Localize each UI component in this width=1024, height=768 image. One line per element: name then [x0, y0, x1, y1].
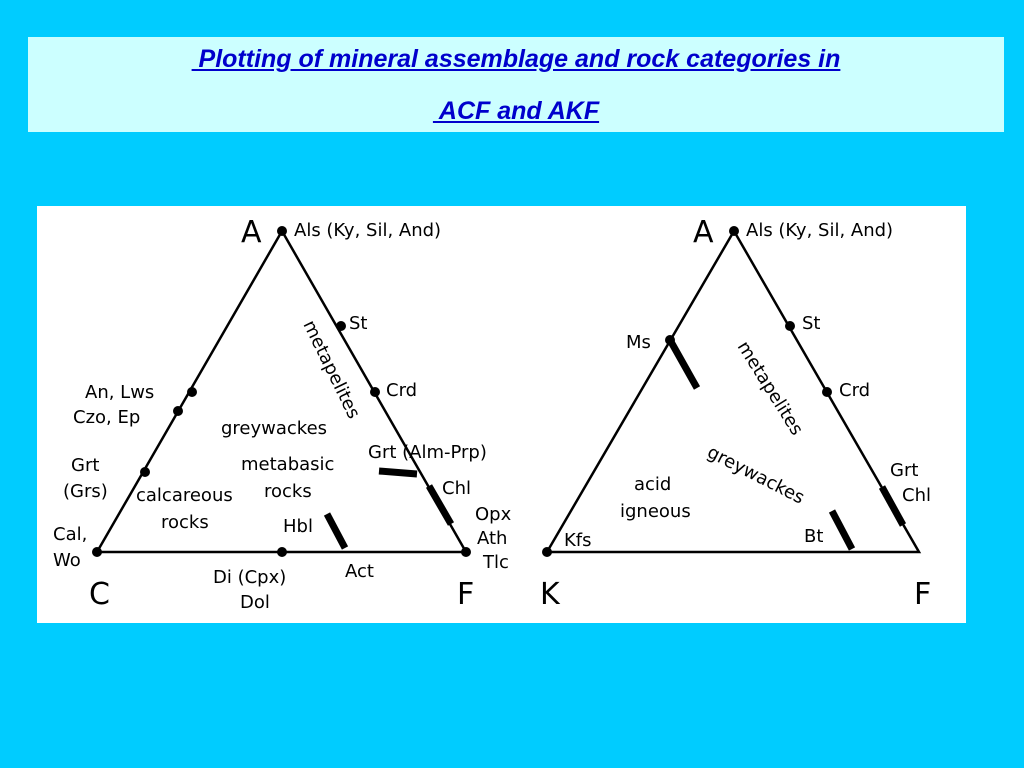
acf-bar-chl: [425, 484, 455, 526]
akf-diagram: A K F Als (Ky, Sil, And) St Crd Grt Chl …: [540, 215, 931, 612]
akf-point-als: [729, 226, 739, 236]
acf-bar-hbl: [323, 512, 349, 550]
akf-label-bt: Bt: [804, 526, 823, 547]
acf-label-czo: Czo, Ep: [73, 407, 140, 428]
acf-point-di: [277, 547, 287, 557]
acf-label-opx: Opx: [475, 504, 512, 525]
acf-point-st: [336, 321, 346, 331]
acf-label-ath: Ath: [477, 528, 507, 549]
acf-label-grs: (Grs): [63, 481, 108, 502]
title-line-1: Plotting of mineral assemblage and rock …: [191, 45, 841, 73]
akf-bar-bt: [828, 509, 856, 551]
akf-field-acid-1: acid: [634, 474, 671, 495]
akf-apex-k: K: [540, 577, 561, 612]
acf-point-cal: [92, 547, 102, 557]
acf-label-di: Di (Cpx): [213, 567, 286, 588]
acf-field-greywackes: greywackes: [221, 418, 327, 439]
acf-label-crd: Crd: [386, 380, 417, 401]
akf-label-st: St: [802, 313, 820, 334]
akf-point-kfs: [542, 547, 552, 557]
akf-apex-a: A: [693, 215, 714, 250]
acf-point-opx: [461, 547, 471, 557]
akf-point-crd: [822, 387, 832, 397]
acf-field-calcareous-1: calcareous: [136, 485, 233, 506]
akf-label-grt: Grt: [890, 460, 918, 481]
akf-label-chl: Chl: [902, 485, 931, 506]
acf-label-an: An, Lws: [85, 382, 154, 403]
akf-bar-chl: [878, 485, 907, 527]
acf-label-grt: Grt: [71, 455, 99, 476]
akf-field-metapelites: metapelites: [733, 338, 807, 440]
acf-label-wo: Wo: [53, 550, 81, 571]
acf-field-metabasic-1: metabasic: [241, 454, 334, 475]
acf-bar-grt: [378, 467, 418, 478]
acf-point-als: [277, 226, 287, 236]
akf-label-ms: Ms: [626, 332, 651, 353]
akf-point-st: [785, 321, 795, 331]
acf-apex-c: C: [89, 577, 110, 612]
akf-field-acid-2: igneous: [620, 501, 691, 522]
acf-label-chl: Chl: [442, 478, 471, 499]
acf-label-cal: Cal,: [53, 524, 87, 545]
acf-label-als: Als (Ky, Sil, And): [294, 220, 441, 241]
acf-point-crd: [370, 387, 380, 397]
acf-field-metabasic-2: rocks: [264, 481, 312, 502]
acf-diagram: A C F Als (Ky, Sil, And) St Crd Grt (Alm…: [53, 215, 512, 613]
acf-point-an: [187, 387, 197, 397]
akf-label-crd: Crd: [839, 380, 870, 401]
ternary-diagrams: A C F Als (Ky, Sil, And) St Crd Grt (Alm…: [53, 215, 931, 613]
title-box: Plotting of mineral assemblage and rock …: [28, 37, 1004, 132]
diagram-panel: A C F Als (Ky, Sil, And) St Crd Grt (Alm…: [37, 206, 966, 623]
title-line-2: ACF and AKF: [432, 97, 600, 125]
acf-label-tlc: Tlc: [482, 552, 509, 573]
acf-point-czo: [173, 406, 183, 416]
acf-label-act: Act: [345, 561, 374, 582]
akf-bar-ms: [666, 338, 701, 390]
akf-label-als: Als (Ky, Sil, And): [746, 220, 893, 241]
akf-apex-f: F: [914, 577, 931, 612]
acf-label-st: St: [349, 313, 367, 334]
acf-label-grt-alm: Grt (Alm-Prp): [368, 442, 487, 463]
acf-field-calcareous-2: rocks: [161, 512, 209, 533]
acf-point-grs: [140, 467, 150, 477]
acf-label-hbl: Hbl: [283, 516, 313, 537]
acf-apex-a: A: [241, 215, 262, 250]
akf-field-greywackes: greywackes: [704, 442, 808, 509]
acf-apex-f: F: [457, 577, 474, 612]
akf-label-kfs: Kfs: [564, 530, 592, 551]
acf-label-dol: Dol: [240, 592, 270, 613]
